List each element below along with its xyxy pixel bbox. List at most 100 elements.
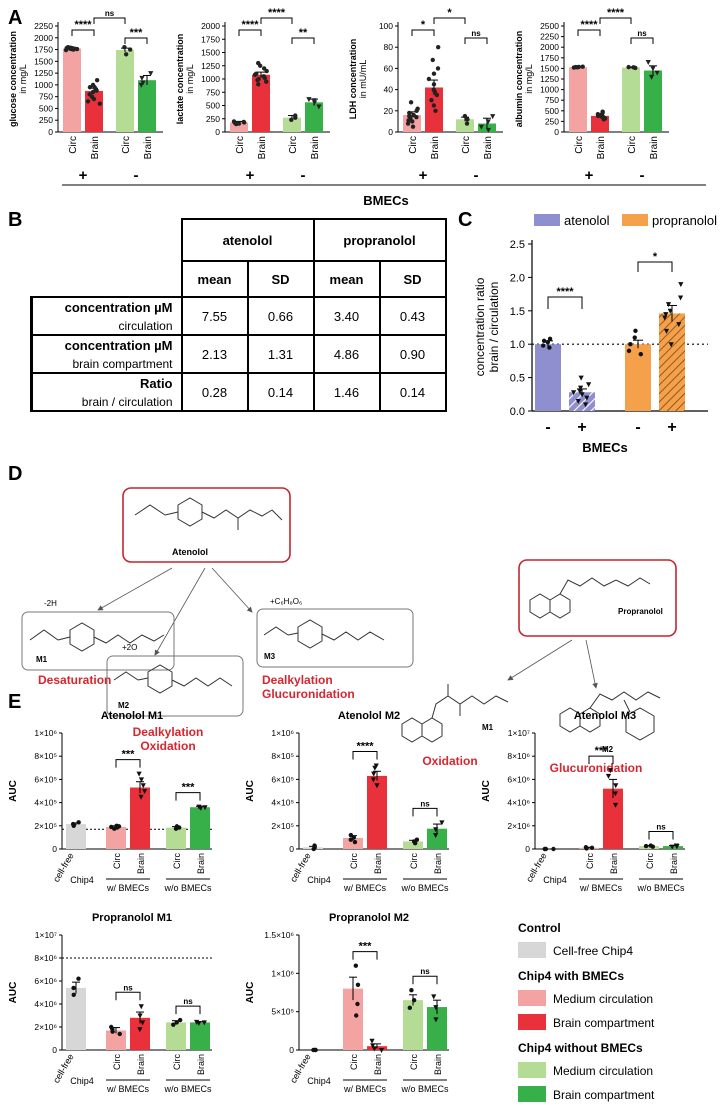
x-tick-label: Brain (143, 136, 154, 159)
data-point (411, 112, 416, 118)
group-sign-plus: + (79, 167, 88, 184)
y-tick-label: 0 (388, 127, 393, 137)
sig-without-bmecs-bracket (412, 975, 438, 985)
data-point (464, 121, 470, 126)
data-point (406, 118, 411, 123)
x-tick-label: Circ (349, 1054, 359, 1070)
y-tick-label: 2000 (540, 42, 559, 52)
y-tick-label: 8×10⁶ (34, 953, 57, 963)
y-tick-label: 500 (545, 106, 559, 116)
x-tick-label: Circ (409, 853, 419, 869)
y-tick-label: 4×10⁶ (34, 999, 57, 1009)
y-axis-label-unit: in mg/L (185, 64, 195, 94)
table-cell: 0.43 (378, 296, 447, 336)
data-point (370, 1043, 376, 1049)
x-tick-label: Brain (433, 1054, 443, 1075)
legend-without-brain: Brain compartment (553, 1088, 655, 1102)
bar (403, 841, 423, 849)
bar (343, 837, 363, 849)
atenolol-m2-box (106, 655, 244, 717)
bar (116, 50, 134, 132)
data-point (547, 336, 553, 342)
bar (63, 48, 81, 132)
data-point (128, 47, 133, 52)
group-sign-minus: - (474, 167, 479, 184)
table-header-mean-atenolol: mean (180, 260, 249, 298)
y-tick-label: 100 (379, 21, 393, 31)
y-tick-label: 4×10⁶ (507, 798, 530, 808)
bar (569, 67, 587, 132)
data-point (673, 843, 679, 849)
arrow-atenolol-m2 (154, 567, 206, 656)
arrow-propranolol-m2 (585, 639, 598, 689)
x-tick-label: Brain (483, 136, 494, 159)
m2-structure (113, 664, 233, 694)
data-point (583, 845, 589, 850)
m1-tag-atenolol: M1 (36, 655, 48, 664)
x-tick-label: Brain (136, 1054, 146, 1075)
bar (166, 1022, 186, 1050)
data-point (289, 117, 294, 123)
bar (130, 1017, 150, 1050)
y-tick-label: 4×10⁵ (271, 798, 294, 808)
m2-oxidation-label: Oxidation (140, 739, 195, 753)
data-point (71, 992, 76, 997)
data-point (434, 92, 440, 98)
legend-swatch-atenolol (534, 214, 560, 226)
y-tick-label: 1500 (201, 48, 220, 58)
data-point (485, 127, 491, 133)
data-point (264, 79, 269, 84)
x-tick-label: Brain (196, 1054, 206, 1075)
propranolol-parent-box (518, 559, 677, 637)
bar (190, 1022, 210, 1050)
x-tick-label: Chip4 (70, 875, 94, 885)
y-tick-label: 1×10⁶ (271, 968, 294, 978)
sig-with-bmecs-label: *** (359, 941, 373, 953)
table-header-sd-propranolol: SD (378, 260, 447, 298)
data-point (136, 771, 142, 777)
data-point (430, 57, 435, 63)
data-point (236, 121, 242, 126)
data-point (600, 109, 605, 114)
x-tick-label: Chip4 (70, 1076, 94, 1086)
data-point (355, 982, 361, 988)
sig-between-label: * (447, 7, 452, 19)
y-tick-label: 1.5×10⁶ (264, 930, 294, 940)
data-point (578, 375, 584, 381)
data-point (584, 395, 590, 401)
y-tick-label: 250 (39, 115, 53, 125)
bar (138, 80, 156, 132)
legend-label-propranolol: propranolol (652, 213, 717, 228)
group-sign-minus: - (134, 167, 139, 184)
data-point (586, 382, 592, 388)
y-tick-label: 6×10⁵ (271, 774, 294, 784)
x-tick-label: Brain (310, 136, 321, 159)
table-corner-2 (32, 261, 182, 297)
table-cell: 0.90 (378, 334, 447, 374)
table-cell: 0.66 (246, 296, 315, 336)
data-point (490, 114, 496, 120)
legend-swatch-propranolol (622, 214, 648, 226)
data-point (70, 45, 75, 51)
legend-label-atenolol: atenolol (564, 213, 610, 228)
x-tick-label: Brain (90, 136, 101, 159)
data-point (663, 312, 669, 318)
m3-dealkylation-label: Dealkylation (262, 673, 333, 687)
bar (579, 847, 599, 849)
data-point (580, 64, 585, 69)
y-tick-label: 750 (206, 87, 220, 97)
data-point (662, 315, 668, 321)
sig-without-bmecs-bracket (648, 831, 674, 840)
data-point (678, 282, 684, 288)
y-tick-label: 1750 (201, 34, 220, 44)
data-point (465, 117, 470, 122)
chart-title: Atenolol M1 (101, 710, 163, 722)
data-point (632, 335, 637, 340)
y-tick-label: 0 (554, 127, 559, 137)
group-label-with-bmecs: w/ BMECs (106, 883, 150, 893)
y-tick-label: 500 (206, 101, 220, 111)
y-tick-label: 1.5 (510, 306, 525, 318)
sig-within-without-bracket (291, 37, 315, 44)
